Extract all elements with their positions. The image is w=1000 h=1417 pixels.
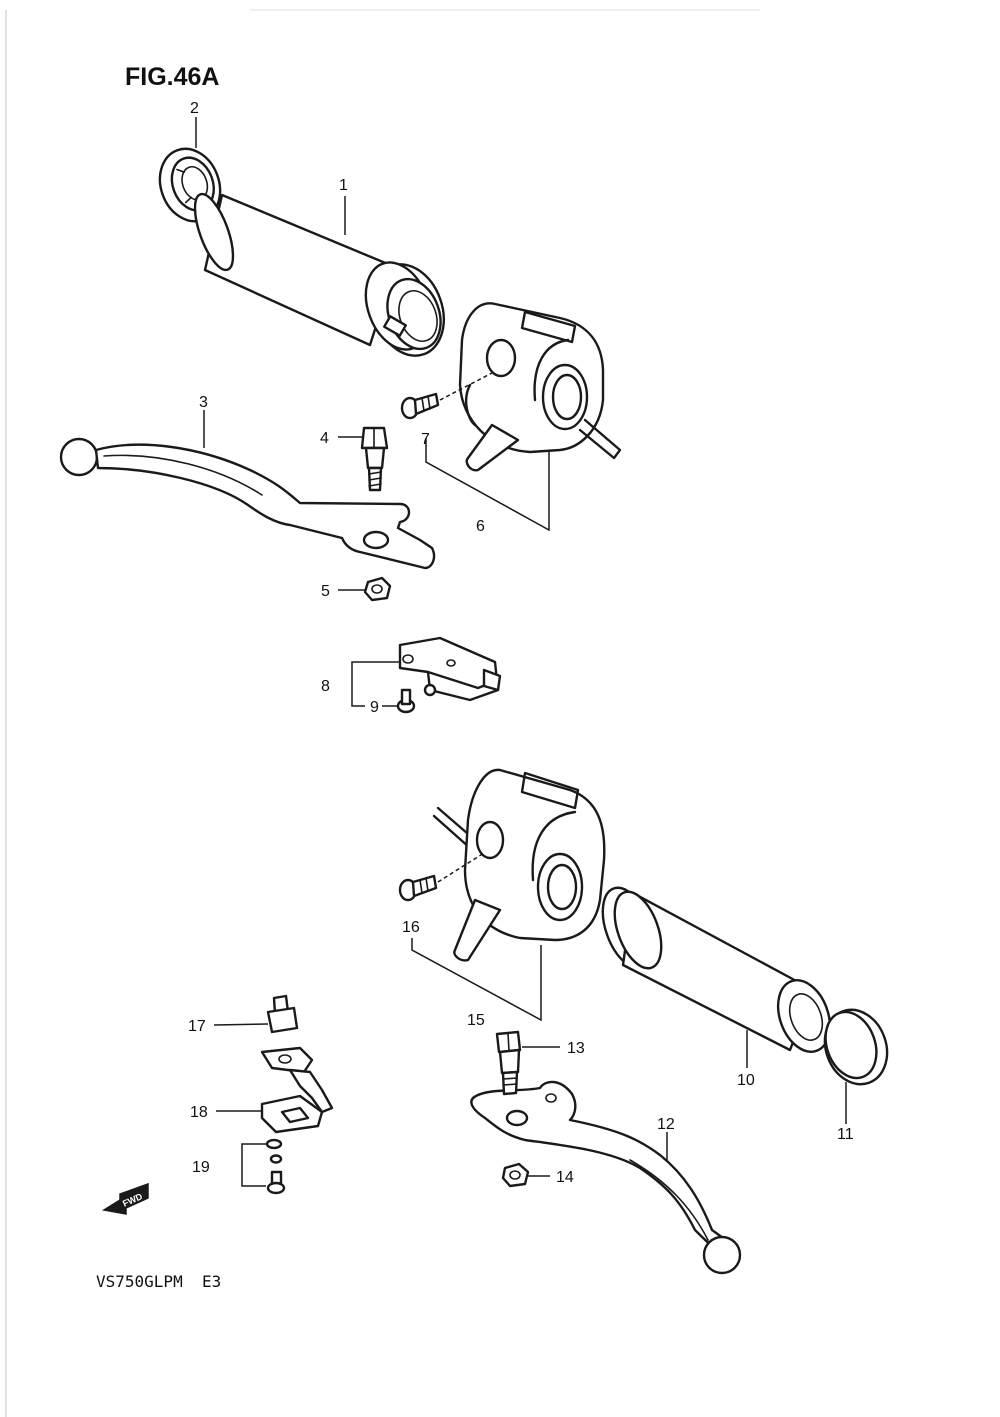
callout-14: 14: [556, 1169, 574, 1186]
model-code: VS750GLPM E3: [96, 1272, 221, 1291]
stop-switch: [398, 636, 502, 702]
callout-8: 8: [321, 678, 330, 695]
callout-9: 9: [370, 699, 379, 716]
bar-end-bottom: [823, 1008, 889, 1086]
callout-5: 5: [321, 583, 330, 600]
callout-1: 1: [339, 177, 348, 194]
callout-6: 6: [476, 518, 485, 535]
callout-18: 18: [190, 1104, 208, 1121]
handlebar-grip-bottom: [601, 886, 832, 1053]
callout-12: 12: [657, 1116, 675, 1133]
screw-and-washer: [265, 1138, 286, 1195]
pivot-bolt-bottom: [495, 1030, 522, 1096]
leader-lines: [195, 117, 847, 1187]
switch-bracket: [260, 1046, 334, 1134]
callout-7: 7: [421, 431, 430, 448]
callout-11: 11: [837, 1126, 854, 1143]
handlebar-switch-bottom: [432, 768, 606, 962]
screw-16: [398, 852, 485, 902]
nut-bottom: [501, 1162, 530, 1188]
figure-title: FIG.46A: [125, 63, 219, 91]
handlebar-switch-top: [458, 302, 622, 472]
screw-9: [396, 688, 416, 714]
callout-numbers: 2 1 3 4 7 6 5 8 9 16 15 17 13 10 18 12 1…: [188, 100, 854, 1186]
pivot-bolt-top: [360, 426, 389, 492]
switch-cap: [266, 994, 299, 1034]
callout-13: 13: [567, 1040, 585, 1057]
clutch-lever: [470, 1080, 742, 1275]
brake-lever: [59, 437, 436, 570]
callout-4: 4: [320, 430, 329, 447]
callout-15: 15: [467, 1012, 485, 1029]
screw-7: [400, 372, 493, 420]
callout-19: 19: [192, 1159, 210, 1176]
callout-10: 10: [737, 1072, 755, 1089]
nut-top: [363, 576, 392, 602]
callout-2: 2: [190, 100, 199, 117]
forward-arrow-icon: FWD: [101, 1182, 149, 1215]
callout-16: 16: [402, 919, 420, 936]
callout-3: 3: [199, 394, 208, 411]
callout-17: 17: [188, 1018, 206, 1035]
handlebar-grip-top: [193, 192, 445, 357]
